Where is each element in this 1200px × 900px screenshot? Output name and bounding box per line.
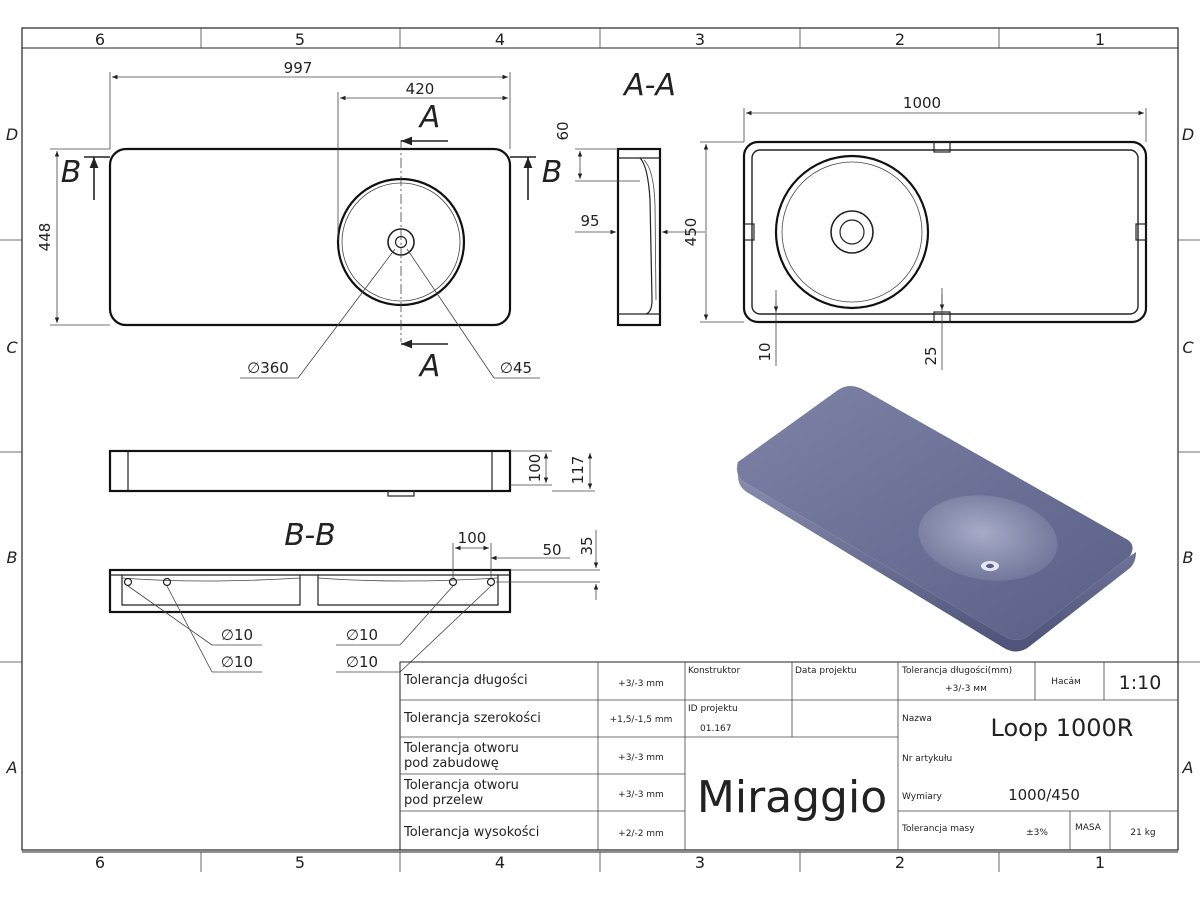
tolerance-label: Tolerancja otworu [403, 778, 519, 793]
tolerance-value: +3/-3 mm [618, 679, 664, 689]
tol-mass-value: ±3% [1026, 828, 1048, 838]
column-label: 6 [95, 853, 105, 872]
tolerance-table: Tolerancja długości +3/-3 mm Tolerancja … [403, 673, 672, 840]
konstruktor-label: Konstruktor [688, 666, 741, 676]
tolerance-label: Tolerancja wysokości [403, 825, 539, 840]
tol-mass-label: Tolerancja masy [901, 824, 975, 834]
dim-width-1000: 1000 [903, 94, 941, 112]
brand-logo: Miraggio [697, 772, 887, 823]
id-projektu-label: ID projektu [688, 704, 738, 714]
column-label: 3 [695, 853, 705, 872]
scale-value: 1:10 [1119, 672, 1162, 694]
column-label: 1 [1095, 30, 1105, 49]
tolerance-value: +2/-2 mm [618, 829, 664, 839]
dim-60: 60 [554, 121, 572, 140]
dim-hole-diameter: ∅10 [346, 653, 378, 671]
section-bb-view: B-B 100 50 35 ∅10 ∅10 ∅10 [108, 518, 600, 673]
dim-height-448: 448 [36, 223, 54, 252]
dim-100: 100 [526, 454, 544, 483]
product-name: Loop 1000R [991, 714, 1134, 742]
row-label: D [1182, 125, 1194, 144]
cut-label-a: A [418, 100, 441, 135]
masa-value: 21 kg [1130, 828, 1155, 838]
column-label: 1 [1095, 853, 1105, 872]
row-label: A [1182, 758, 1194, 777]
tol-length-value: +3/-3 мм [945, 684, 987, 694]
dim-width-997: 997 [284, 59, 313, 77]
sink-3d-render [736, 386, 1136, 652]
tolerance-value: +1,5/-1,5 mm [610, 715, 673, 725]
section-aa-title: A-A [622, 68, 676, 103]
bottom-view: 1000 450 10 25 [682, 94, 1148, 370]
tolerance-value: +3/-3 mm [618, 790, 664, 800]
row-label: D [6, 125, 18, 144]
dim-95: 95 [580, 212, 599, 230]
id-projektu-value: 01.167 [700, 724, 732, 734]
frame-row-labels: D C B A D C B A [6, 125, 1195, 777]
column-label: 5 [295, 853, 305, 872]
dim-50: 50 [542, 541, 561, 559]
row-label: B [7, 548, 18, 567]
dim-35: 35 [578, 536, 596, 555]
dim-height-450: 450 [682, 218, 700, 247]
nazwa-label: Nazwa [902, 714, 932, 724]
row-label: C [1182, 338, 1194, 357]
cut-label-b: B [542, 155, 563, 190]
column-label: 3 [695, 30, 705, 49]
tol-length-label: Tolerancja długości(mm) [901, 665, 1012, 676]
row-label: B [1183, 548, 1194, 567]
dim-basin-diameter: ∅360 [247, 359, 289, 377]
data-projektu-label: Data projektu [795, 666, 857, 676]
top-view: 997 420 448 A A B B ∅360 ∅45 [36, 59, 562, 384]
column-label: 4 [495, 853, 505, 872]
dim-hole-diameter: ∅10 [346, 626, 378, 644]
row-label: A [6, 758, 18, 777]
title-block: Tolerancja długości +3/-3 mm Tolerancja … [399, 661, 1179, 851]
dim-hole-diameter: ∅10 [221, 626, 253, 644]
row-label: C [6, 338, 18, 357]
column-label: 2 [895, 30, 905, 49]
wymiary-value: 1000/450 [1008, 786, 1080, 804]
tolerance-label: pod przelew [404, 793, 484, 808]
column-label: 5 [295, 30, 305, 49]
front-view: 100 117 [108, 449, 595, 497]
nr-artykulu-label: Nr artykułu [902, 754, 952, 764]
dim-basin-offset-420: 420 [406, 80, 435, 98]
cut-label-b: B [61, 155, 82, 190]
cut-label-a: A [418, 349, 441, 384]
dim-117: 117 [569, 456, 587, 485]
column-label: 4 [495, 30, 505, 49]
wymiary-label: Wymiary [902, 792, 943, 802]
dim-100: 100 [458, 529, 487, 547]
frame-column-labels: 6 5 4 3 2 1 6 5 4 3 2 1 [95, 30, 1105, 872]
dim-10: 10 [756, 342, 774, 361]
section-aa-view: A-A 60 95 [554, 68, 705, 327]
masa-label: MASA [1075, 823, 1102, 833]
section-bb-title: B-B [284, 518, 335, 553]
tolerance-label: Tolerancja szerokości [403, 711, 541, 726]
tolerance-label: Tolerancja długości [403, 673, 528, 688]
tolerance-label: Tolerancja otworu [403, 741, 519, 756]
column-label: 2 [895, 853, 905, 872]
dim-25: 25 [922, 346, 940, 365]
column-label: 6 [95, 30, 105, 49]
tolerance-label: pod zabudowę [404, 756, 499, 771]
dim-hole-diameter: ∅10 [221, 653, 253, 671]
tolerance-value: +3/-3 mm [618, 753, 664, 763]
dim-drain-diameter: ∅45 [500, 359, 532, 377]
hacam-label: Насáм [1051, 677, 1081, 687]
